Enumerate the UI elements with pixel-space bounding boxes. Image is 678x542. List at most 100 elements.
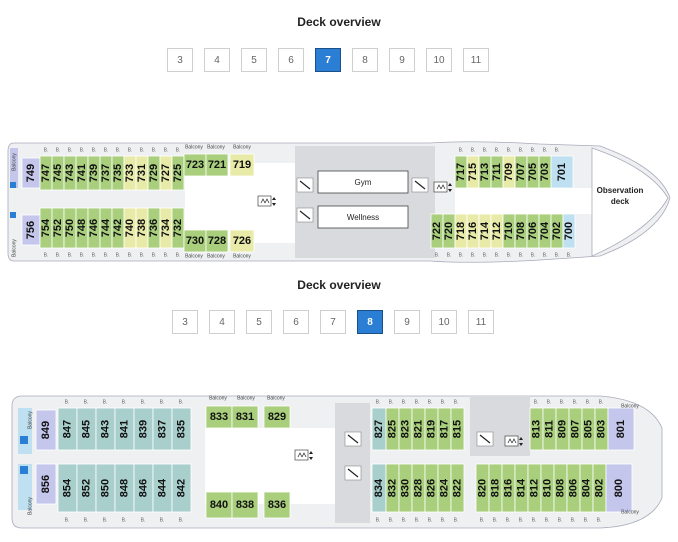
cabin-825[interactable]: 825 (385, 407, 400, 451)
cabin-846[interactable]: 846 (133, 463, 154, 513)
cabin-824[interactable]: 824 (437, 463, 452, 513)
cabin-710[interactable]: 710 (502, 213, 516, 249)
cabin-842[interactable]: 842 (171, 463, 192, 513)
deck-button-10[interactable]: 10 (431, 310, 457, 334)
cabin-746[interactable]: 746 (87, 207, 101, 249)
cabin-844[interactable]: 844 (152, 463, 173, 513)
cabin-826[interactable]: 826 (424, 463, 439, 513)
cabin-736[interactable]: 736 (147, 207, 161, 249)
cabin-811[interactable]: 811 (542, 407, 557, 451)
cabin-711[interactable]: 711 (490, 155, 504, 189)
cabin-718[interactable]: 718 (454, 213, 468, 249)
cabin-818[interactable]: 818 (488, 463, 503, 513)
cabin-832[interactable]: 832 (385, 463, 400, 513)
cabin-732[interactable]: 732 (171, 207, 185, 249)
cabin-805[interactable]: 805 (581, 407, 596, 451)
cabin-728[interactable]: 728 (205, 229, 229, 253)
cabin-743[interactable]: 743 (63, 155, 77, 191)
cabin-806[interactable]: 806 (566, 463, 581, 513)
cabin-739[interactable]: 739 (87, 155, 101, 191)
cabin-705[interactable]: 705 (526, 155, 540, 189)
cabin-839[interactable]: 839 (133, 407, 154, 451)
cabin-854[interactable]: 854 (57, 463, 78, 513)
deck-button-7[interactable]: 7 (315, 48, 341, 72)
cabin-835[interactable]: 835 (171, 407, 192, 451)
cabin-801[interactable]: 801 (607, 407, 635, 451)
cabin-716[interactable]: 716 (466, 213, 480, 249)
deck-button-8[interactable]: 8 (352, 48, 378, 72)
cabin-701[interactable]: 701 (550, 155, 574, 189)
cabin-820[interactable]: 820 (475, 463, 490, 513)
cabin-722[interactable]: 722 (430, 213, 444, 249)
cabin-850[interactable]: 850 (95, 463, 116, 513)
cabin-830[interactable]: 830 (398, 463, 413, 513)
deck-button-7[interactable]: 7 (320, 310, 346, 334)
deck-button-6[interactable]: 6 (283, 310, 309, 334)
cabin-817[interactable]: 817 (437, 407, 452, 451)
cabin-827[interactable]: 827 (371, 407, 387, 451)
cabin-709[interactable]: 709 (502, 155, 516, 189)
deck-button-4[interactable]: 4 (204, 48, 230, 72)
cabin-702[interactable]: 702 (550, 213, 564, 249)
cabin-837[interactable]: 837 (152, 407, 173, 451)
wellness-room[interactable] (317, 205, 409, 229)
cabin-740[interactable]: 740 (123, 207, 137, 249)
cabin-720[interactable]: 720 (442, 213, 456, 249)
cabin-713[interactable]: 713 (478, 155, 492, 189)
cabin-812[interactable]: 812 (527, 463, 542, 513)
cabin-833[interactable]: 833 (205, 405, 233, 429)
cabin-737[interactable]: 737 (99, 155, 113, 191)
cabin-813[interactable]: 813 (529, 407, 544, 451)
cabin-848[interactable]: 848 (114, 463, 135, 513)
cabin-800[interactable]: 800 (605, 463, 633, 513)
cabin-733[interactable]: 733 (123, 155, 137, 191)
cabin-816[interactable]: 816 (501, 463, 516, 513)
cabin-819[interactable]: 819 (424, 407, 439, 451)
deck-button-5[interactable]: 5 (241, 48, 267, 72)
cabin-715[interactable]: 715 (466, 155, 480, 189)
cabin-734[interactable]: 734 (159, 207, 173, 249)
cabin-804[interactable]: 804 (579, 463, 594, 513)
cabin-725[interactable]: 725 (171, 155, 185, 191)
gym-room[interactable] (317, 170, 409, 194)
cabin-803[interactable]: 803 (594, 407, 609, 451)
cabin-712[interactable]: 712 (490, 213, 504, 249)
cabin-714[interactable]: 714 (478, 213, 492, 249)
cabin-828[interactable]: 828 (411, 463, 426, 513)
cabin-723[interactable]: 723 (183, 153, 207, 177)
cabin-749[interactable]: 749 (21, 157, 41, 189)
cabin-703[interactable]: 703 (538, 155, 552, 189)
cabin-700[interactable]: 700 (562, 213, 576, 249)
cabin-840[interactable]: 840 (205, 491, 233, 519)
cabin-742[interactable]: 742 (111, 207, 125, 249)
cabin-808[interactable]: 808 (553, 463, 568, 513)
cabin-823[interactable]: 823 (398, 407, 413, 451)
deck-button-11[interactable]: 11 (463, 48, 489, 72)
cabin-750[interactable]: 750 (63, 207, 77, 249)
cabin-836[interactable]: 836 (263, 491, 291, 519)
cabin-843[interactable]: 843 (95, 407, 116, 451)
cabin-847[interactable]: 847 (57, 407, 78, 451)
cabin-856[interactable]: 856 (35, 463, 57, 505)
cabin-747[interactable]: 747 (39, 155, 53, 191)
cabin-809[interactable]: 809 (555, 407, 570, 451)
deck-button-9[interactable]: 9 (394, 310, 420, 334)
cabin-717[interactable]: 717 (454, 155, 468, 189)
deck-button-10[interactable]: 10 (426, 48, 452, 72)
cabin-707[interactable]: 707 (514, 155, 528, 189)
deck-button-6[interactable]: 6 (278, 48, 304, 72)
cabin-834[interactable]: 834 (371, 463, 387, 513)
cabin-752[interactable]: 752 (51, 207, 65, 249)
cabin-821[interactable]: 821 (411, 407, 426, 451)
cabin-721[interactable]: 721 (205, 153, 229, 177)
cabin-754[interactable]: 754 (39, 207, 53, 249)
cabin-706[interactable]: 706 (526, 213, 540, 249)
cabin-741[interactable]: 741 (75, 155, 89, 191)
cabin-831[interactable]: 831 (231, 405, 259, 429)
cabin-756[interactable]: 756 (21, 214, 41, 246)
deck-button-3[interactable]: 3 (172, 310, 198, 334)
deck-button-4[interactable]: 4 (209, 310, 235, 334)
cabin-810[interactable]: 810 (540, 463, 555, 513)
cabin-814[interactable]: 814 (514, 463, 529, 513)
cabin-802[interactable]: 802 (592, 463, 607, 513)
